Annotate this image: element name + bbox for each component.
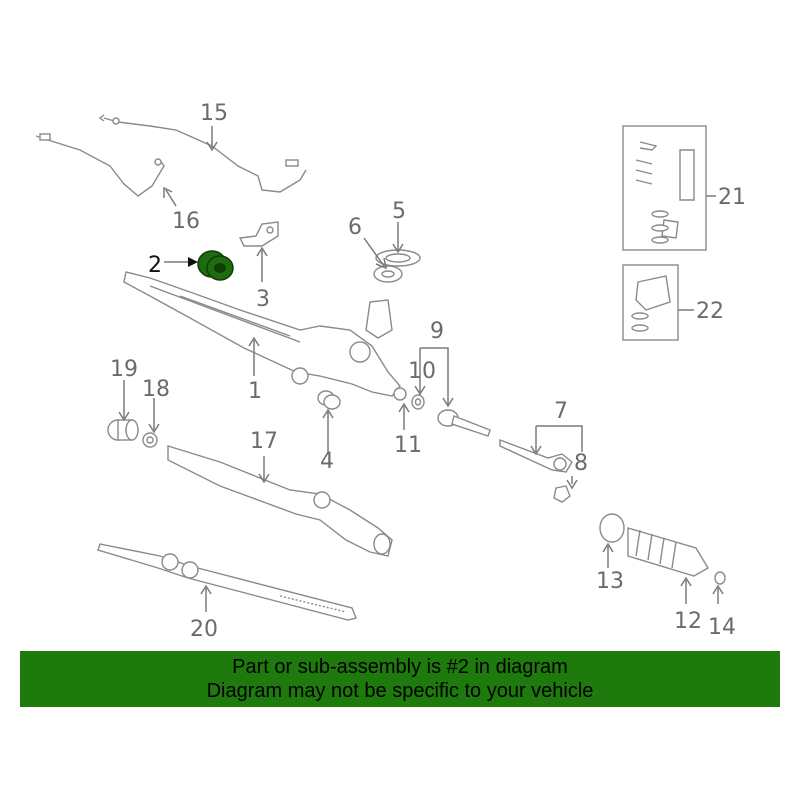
callout-16: 16 <box>172 209 200 234</box>
callout-21: 21 <box>718 185 746 210</box>
leader-lines <box>118 126 724 612</box>
callout-9: 9 <box>430 319 444 344</box>
part-11-end[interactable] <box>393 387 407 401</box>
callout-15: 15 <box>200 101 228 126</box>
callout-2: 2 <box>148 253 162 278</box>
part-12-boot[interactable] <box>627 527 709 577</box>
part-17-rack-housing-assembly[interactable] <box>167 445 393 557</box>
part-20-rack-shaft[interactable] <box>97 543 357 621</box>
callout-19: 19 <box>110 357 138 382</box>
part-19-bushing[interactable] <box>107 419 139 441</box>
callout-7: 7 <box>554 399 568 424</box>
part-1-rack-housing[interactable] <box>123 271 401 397</box>
callout-8: 8 <box>574 451 588 476</box>
callout-labels: 15 16 2 3 5 6 9 10 1 19 18 4 11 7 8 17 2… <box>110 101 746 642</box>
part-16-line[interactable] <box>35 133 165 197</box>
part-7-tie-rod-end[interactable] <box>499 438 573 473</box>
part-9-tie-rod[interactable] <box>437 409 491 437</box>
part-22-kit-box[interactable] <box>622 264 679 341</box>
callout-10: 10 <box>408 359 436 384</box>
callout-18: 18 <box>142 377 170 402</box>
callout-5: 5 <box>392 199 406 224</box>
part-21-kit-box[interactable] <box>622 125 707 251</box>
part-13-clamp[interactable] <box>599 513 625 543</box>
callout-11: 11 <box>394 433 422 458</box>
callout-1: 1 <box>248 379 262 404</box>
callout-6: 6 <box>348 215 362 240</box>
callout-14: 14 <box>708 615 736 640</box>
callout-22: 22 <box>696 299 724 324</box>
callout-12: 12 <box>674 609 702 634</box>
info-banner: Part or sub-assembly is #2 in diagram Di… <box>20 651 780 707</box>
callout-13: 13 <box>596 569 624 594</box>
part-6-seal[interactable] <box>373 265 403 283</box>
part-10-washer[interactable] <box>411 394 425 410</box>
part-8-nut[interactable] <box>553 485 571 503</box>
part-15-line[interactable] <box>98 114 307 193</box>
part-2-bushing-highlighted[interactable] <box>197 250 234 281</box>
callout-17: 17 <box>250 429 278 454</box>
callout-20: 20 <box>190 617 218 642</box>
part-18-bushing[interactable] <box>142 432 158 448</box>
callout-3: 3 <box>256 287 270 312</box>
banner-line-part: Part or sub-assembly is #2 in diagram <box>232 656 568 678</box>
part-5-seal[interactable] <box>375 249 421 267</box>
callout-4: 4 <box>320 449 334 474</box>
part-4-bushing[interactable] <box>317 390 341 410</box>
banner-line-disclaimer: Diagram may not be specific to your vehi… <box>206 680 594 702</box>
part-3-bracket[interactable] <box>238 221 279 247</box>
part-14-clamp[interactable] <box>714 571 726 585</box>
